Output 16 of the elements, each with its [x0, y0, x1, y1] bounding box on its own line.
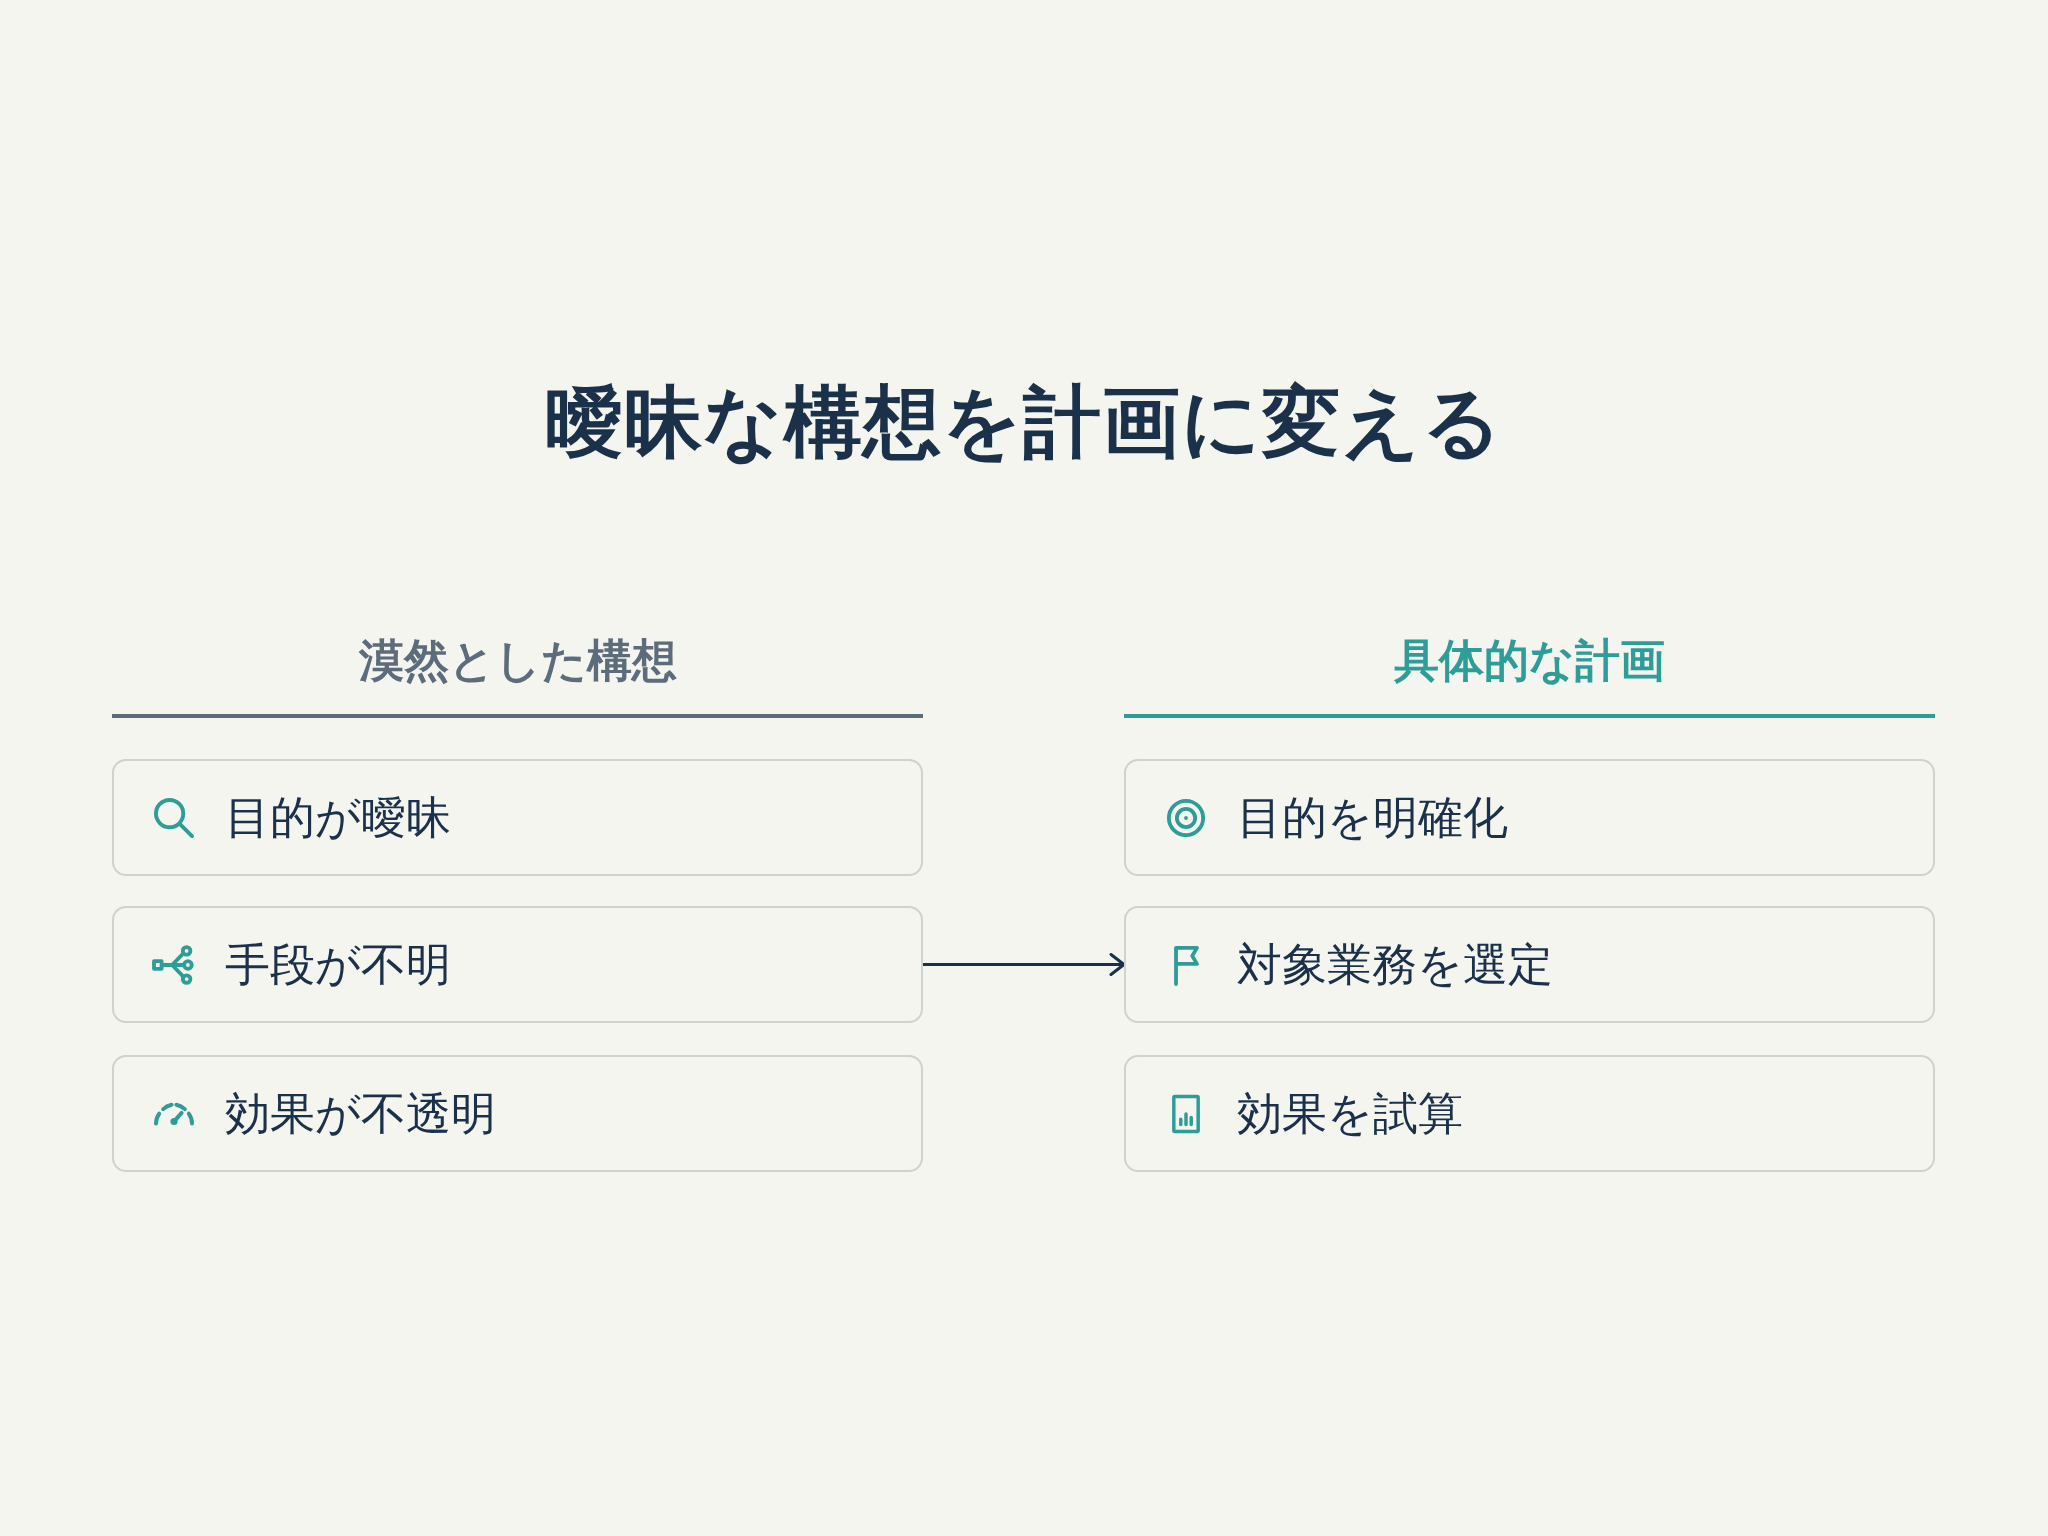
column-heading: 具体的な計画: [1394, 634, 1665, 688]
item-label: 効果が不透明: [225, 1086, 496, 1141]
item-label: 目的が曖昧: [225, 790, 451, 845]
item-card: [112, 759, 923, 876]
item-card: [1124, 1055, 1935, 1172]
item-label: 手段が不明: [225, 937, 451, 992]
item-card: [1124, 906, 1935, 1023]
item-label: 目的を明確化: [1237, 790, 1508, 845]
item-card: [1124, 759, 1935, 876]
column-heading: 漠然とした構想: [358, 634, 677, 688]
item-card: [112, 906, 923, 1023]
item-label: 対象業務を選定: [1237, 937, 1553, 992]
item-card: [112, 1055, 923, 1172]
arrow: [923, 953, 1126, 976]
title: 曖昧な構想を計画に変える: [545, 376, 1503, 469]
item-label: 効果を試算: [1237, 1086, 1463, 1141]
